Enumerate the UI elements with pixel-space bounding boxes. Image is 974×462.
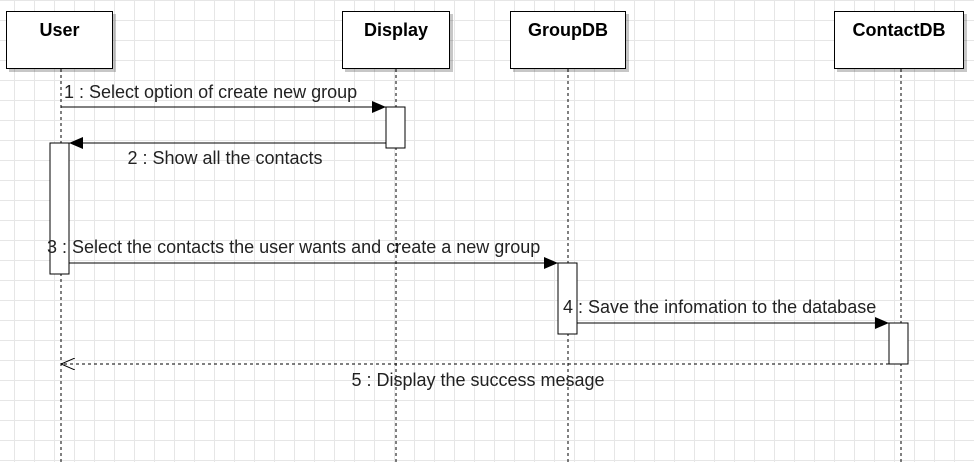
activation-contactdb <box>888 322 909 365</box>
message-1-label: 1 : Select option of create new group <box>64 82 357 102</box>
activation-display <box>385 106 406 149</box>
activation-groupdb <box>557 262 578 335</box>
message-5-label: 5 : Display the success mesage <box>351 370 604 390</box>
participant-groupdb[interactable]: GroupDB <box>510 11 626 69</box>
message-2-label: 2 : Show all the contacts <box>127 148 322 168</box>
participant-display-label: Display <box>363 20 429 40</box>
participant-groupdb-label: GroupDB <box>528 20 608 40</box>
message-4-label: 4 : Save the infomation to the database <box>563 297 876 317</box>
message-3-label: 3 : Select the contacts the user wants a… <box>47 237 540 257</box>
participant-contactdb[interactable]: ContactDB <box>834 11 964 69</box>
participant-display[interactable]: Display <box>342 11 450 69</box>
participant-user-label: User <box>39 20 80 40</box>
participant-user[interactable]: User <box>6 11 113 69</box>
participant-contactdb-label: ContactDB <box>852 20 946 40</box>
activation-user <box>49 142 70 275</box>
